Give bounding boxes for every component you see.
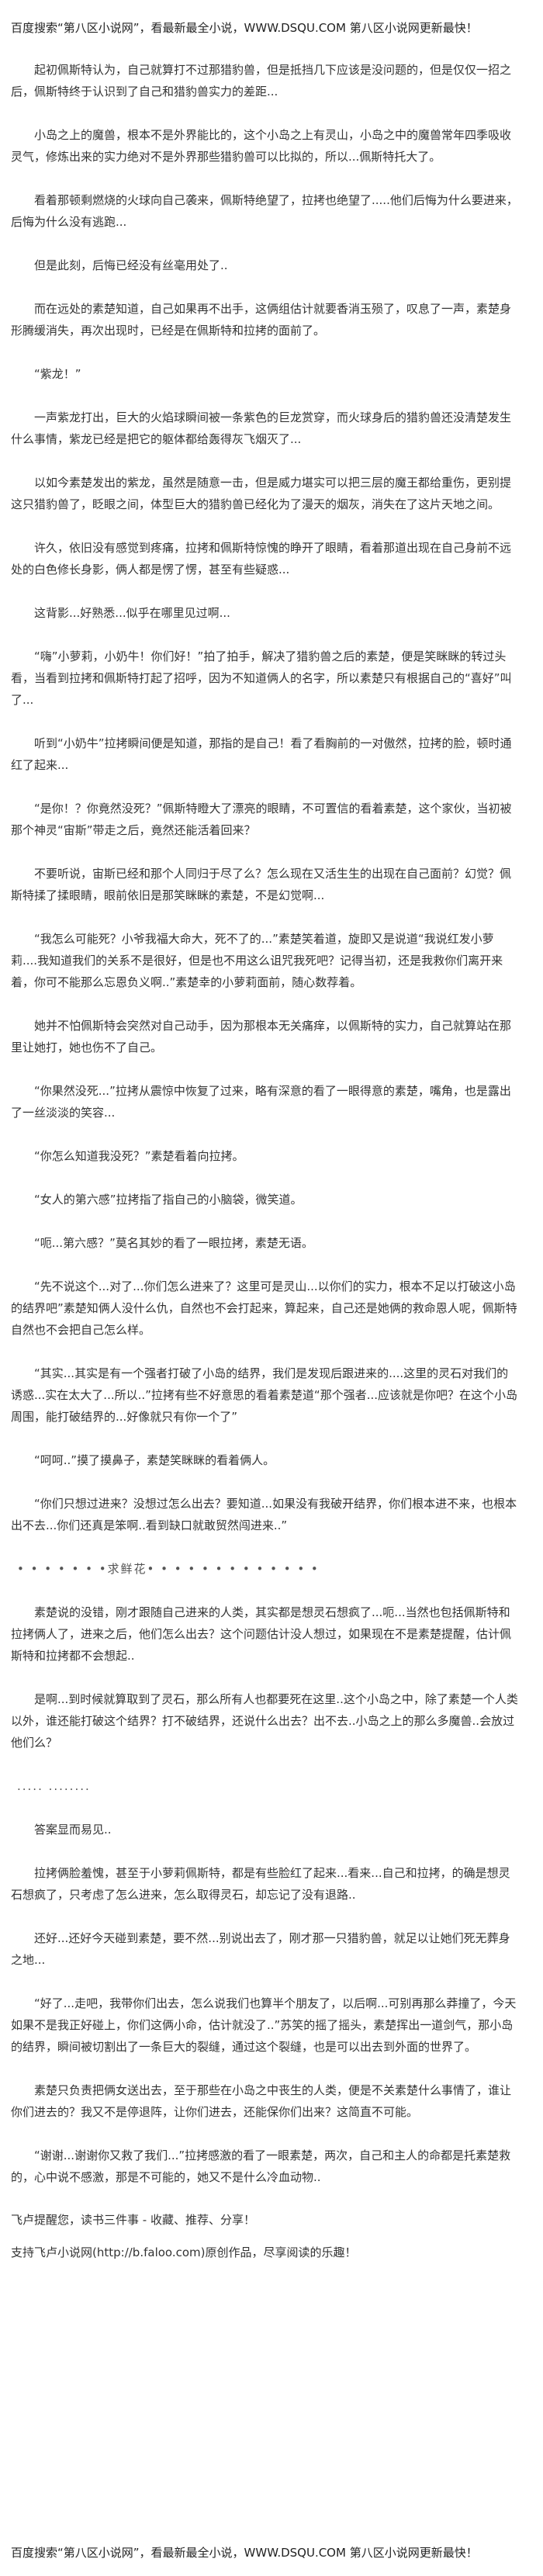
- paragraph: 还好...还好今天碰到素楚，要不然...别说出去了，刚才那一只猎豹兽，就足以让她…: [11, 1931, 510, 1967]
- paragraph: 一声紫龙打出，巨大的火焰球瞬间被一条紫色的巨龙赏穿，而火球身后的猎豹兽还没清楚发…: [11, 410, 512, 446]
- paragraph: 听到“小奶牛”拉拷瞬间便是知道，那指的是自己！看了看胸前的一对傲然，拉拷的脸，顿…: [11, 736, 512, 772]
- paragraph: “呃...第六感？”莫名其妙的看了一眼拉拷，素楚无语。: [34, 1236, 313, 1250]
- paragraph: 看着那顿剩燃烧的火球向自己袭来，佩斯特绝望了，拉拷也绝望了.....他们后悔为什…: [11, 193, 518, 229]
- paragraph: “谢谢...谢谢你又救了我们...”拉拷感激的看了一眼素楚，两次，自己和主人的命…: [11, 2148, 511, 2184]
- paragraph: “呵呵..”摸了摸鼻子，素楚笑眯眯的看着俩人。: [34, 1453, 275, 1467]
- header-banner: 百度搜索“第八区小说网”，看最新最全小说，WWW.DSQU.COM 第八区小说网…: [11, 21, 478, 35]
- paragraph: 素楚只负责把俩女送出去，至于那些在小岛之中丧生的人类，便是不关素楚什么事情了，谁…: [11, 2083, 512, 2119]
- paragraph: 是啊...到时候就算取到了灵石，那么所有人也都要死在这里..这个小岛之中，除了素…: [11, 1692, 518, 1750]
- paragraph: 起初佩斯特认为，自己就算打不过那猎豹兽，但是抵挡几下应该是没问题的，但是仅仅一招…: [11, 63, 512, 99]
- paragraph: 以如今素楚发出的紫龙，虽然是随意一击，但是威力堪实可以把三层的魔王都给重伤，更别…: [11, 476, 512, 511]
- paragraph: “我怎么可能死？小爷我福大命大，死不了的...”素楚笑着道，旋即又是说道“我说红…: [11, 932, 503, 989]
- paragraph: “好了...走吧，我带你们出去，怎么说我们也算半个朋友了，以后啊...可别再那么…: [11, 1996, 517, 2054]
- paragraph: 但是此刻，后悔已经没有丝毫用处了..: [34, 258, 228, 272]
- paragraph: “女人的第六感”拉拷指了指自己的小脑袋，微笑道。: [34, 1193, 303, 1207]
- paragraph: “你果然没死...”拉拷从震惊中恢复了过来，略有深意的看了一眼得意的素楚，嘴角，…: [11, 1084, 511, 1120]
- chapter-content: 起初佩斯特认为，自己就算打不过那猎豹兽，但是抵挡几下应该是没问题的，但是仅仅一招…: [11, 59, 520, 2275]
- ellipsis-line: ..... ........: [17, 1779, 91, 1793]
- paragraph: “紫龙！”: [34, 367, 81, 381]
- paragraph: “其实...其实是有一个强者打破了小岛的结界，我们是发现后跟进来的....这里的…: [11, 1366, 517, 1424]
- paragraph: 小岛之上的魔兽，根本不是外界能比的，这个小岛之上有灵山，小岛之中的魔兽常年四季吸…: [11, 128, 512, 164]
- paragraph: 这背影...好熟悉...似乎在哪里见过啊...: [34, 606, 230, 620]
- paragraph: 拉拷俩脸羞愧，甚至于小萝莉佩斯特，都是有些脸红了起来...看来...自己和拉拷，…: [11, 1866, 510, 1902]
- support-note: 支持飞卢小说网(http://b.faloo.com)原创作品，尽享阅读的乐趣！: [11, 2245, 357, 2259]
- paragraph: 许久，依旧没有感觉到疼痛，拉拷和佩斯特惊愧的睁开了眼睛，看着那道出现在自己身前不…: [11, 541, 512, 576]
- footer-banner: 百度搜索“第八区小说网”，看最新最全小说，WWW.DSQU.COM 第八区小说网…: [11, 2546, 478, 2560]
- paragraph: 素楚说的没错，刚才跟随自己进来的人类，其实都是想灵石想疯了...呃...当然也包…: [11, 1605, 512, 1663]
- section-separator: • • • • • • •求鲜花• • • • • • • • • • • • …: [17, 1562, 320, 1576]
- paragraph: 她并不怕佩斯特会突然对自己动手，因为那根本无关痛痒，以佩斯特的实力，自己就算站在…: [11, 1019, 512, 1054]
- paragraph: 不要听说，宙斯已经和那个人同归于尽了么？怎么现在又活生生的出现在自己面前？幻觉？…: [11, 867, 512, 902]
- paragraph: 而在远处的素楚知道，自己如果再不出手，这俩组估计就要香消玉殒了，叹息了一声，素楚…: [11, 302, 512, 338]
- paragraph: “是你！？你竟然没死？”佩斯特瞪大了漂亮的眼睛，不可置信的看着素楚，这个家伙，当…: [11, 802, 512, 837]
- paragraph: “你怎么知道我没死？”素楚看着向拉拷。: [34, 1149, 244, 1163]
- paragraph: “先不说这个...对了...你们怎么进来了？这里可是灵山...以你们的实力，根本…: [11, 1279, 517, 1337]
- paragraph: “你们只想过进来？没想过怎么出去？要知道...如果没有我破开结界，你们根本进不来…: [11, 1497, 517, 1532]
- paragraph: “嗨”小萝莉，小奶牛！你们好！”拍了拍手，解决了猎豹兽之后的素楚，便是笑眯眯的转…: [11, 649, 512, 707]
- reading-tip: 飞卢提醒您，读书三件事 - 收藏、推荐、分享！: [11, 2213, 255, 2227]
- paragraph: 答案显而易见..: [34, 1823, 112, 1837]
